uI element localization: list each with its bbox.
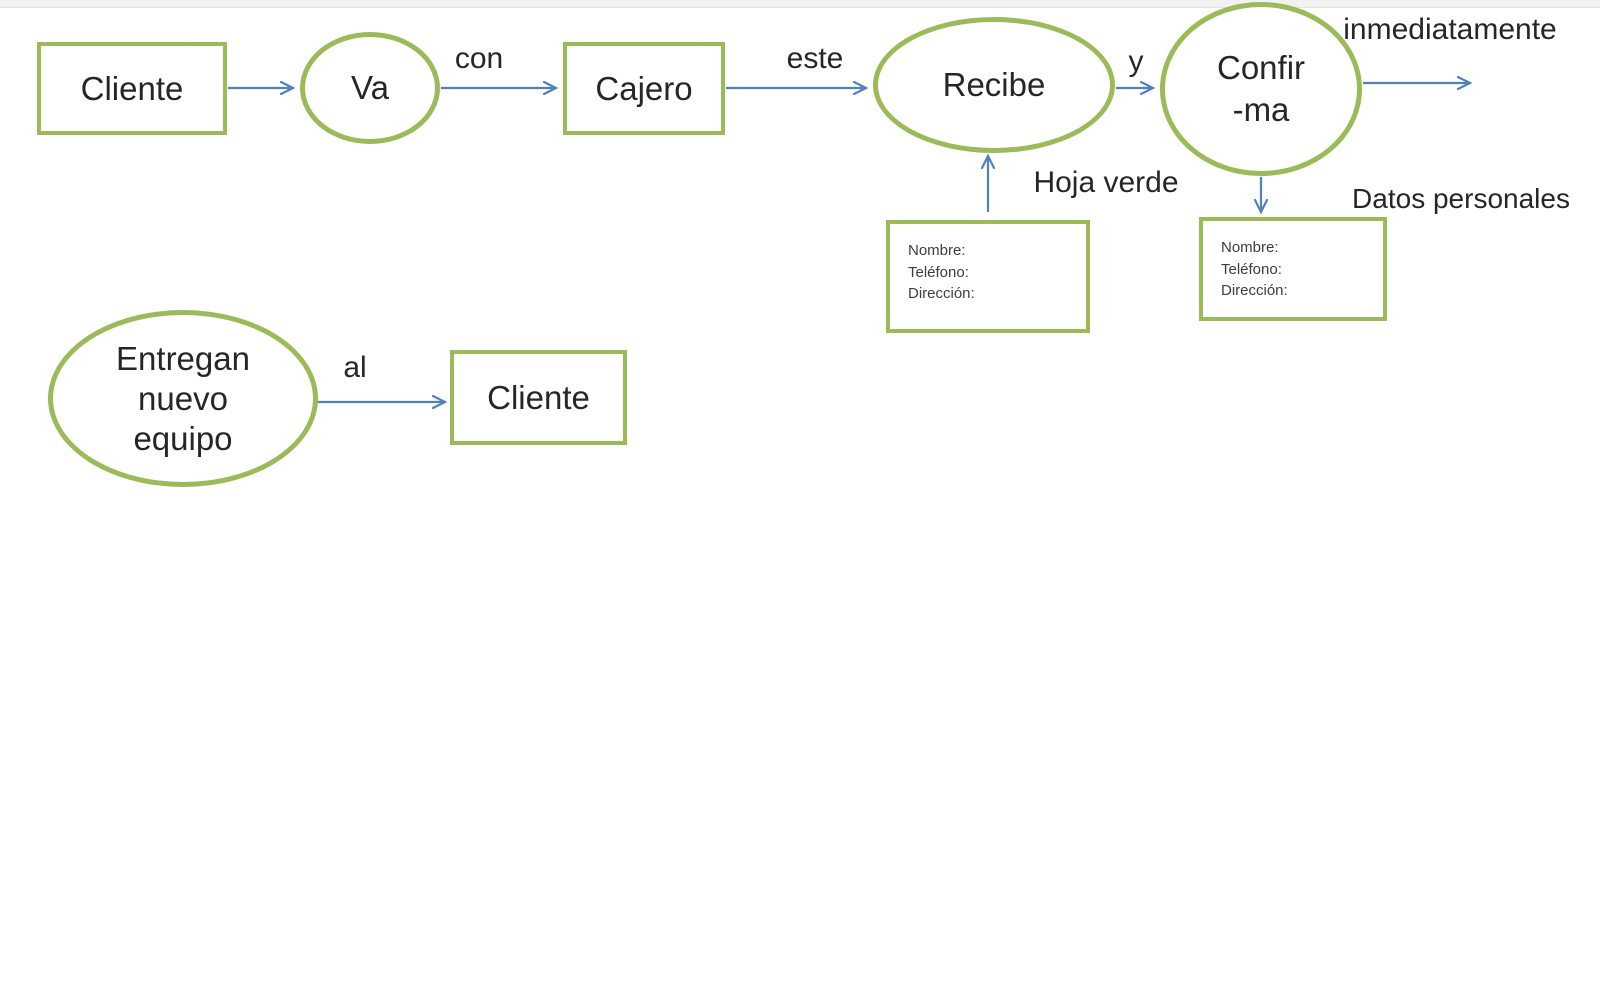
data-box-datos-personales: Nombre: Teléfono: Dirección:	[1199, 217, 1387, 321]
node-cliente-1: Cliente	[37, 42, 227, 135]
field-nombre: Nombre:	[1221, 239, 1279, 256]
node-cliente-2-label: Cliente	[487, 378, 590, 416]
edge-label-este: este	[786, 42, 844, 75]
edge-label-con: con	[454, 42, 504, 75]
node-cajero: Cajero	[563, 42, 725, 135]
edge-label-inmediatamente: inmediatamente	[1343, 13, 1557, 46]
node-recibe: Recibe	[873, 17, 1115, 153]
edge-label-datos-personales: Datos personales	[1352, 183, 1570, 214]
node-cajero-label: Cajero	[595, 69, 693, 107]
node-cliente-1-label: Cliente	[80, 69, 184, 107]
field-nombre: Nombre:	[908, 242, 966, 259]
node-confirma-line-2: -ma	[1232, 91, 1290, 128]
node-va-label: Va	[351, 69, 389, 106]
data-box-hoja-verde: Nombre: Teléfono: Dirección:	[886, 220, 1090, 333]
edge-label-y: y	[1128, 45, 1144, 78]
node-confirma: Confir -ma	[1160, 2, 1362, 176]
node-confirma-line-1: Confir	[1216, 49, 1306, 86]
node-recibe-label: Recibe	[942, 66, 1046, 103]
field-telefono: Teléfono:	[908, 263, 969, 281]
node-entregan-line-3: equipo	[133, 419, 233, 457]
top-edge-strip	[0, 0, 1600, 8]
field-direccion: Dirección:	[908, 285, 975, 302]
field-telefono: Teléfono:	[1221, 260, 1282, 278]
node-entregan-nuevo-equipo: Entregan nuevo equipo	[48, 310, 318, 487]
node-entregan-line-1: Entregan	[116, 339, 250, 377]
node-entregan-line-2: nuevo	[138, 379, 228, 417]
node-va: Va	[300, 32, 440, 144]
edge-label-al: al	[343, 351, 367, 384]
field-direccion: Dirección:	[1221, 282, 1288, 299]
edge-label-hoja-verde: Hoja verde	[1033, 166, 1179, 199]
node-cliente-2: Cliente	[450, 350, 627, 445]
